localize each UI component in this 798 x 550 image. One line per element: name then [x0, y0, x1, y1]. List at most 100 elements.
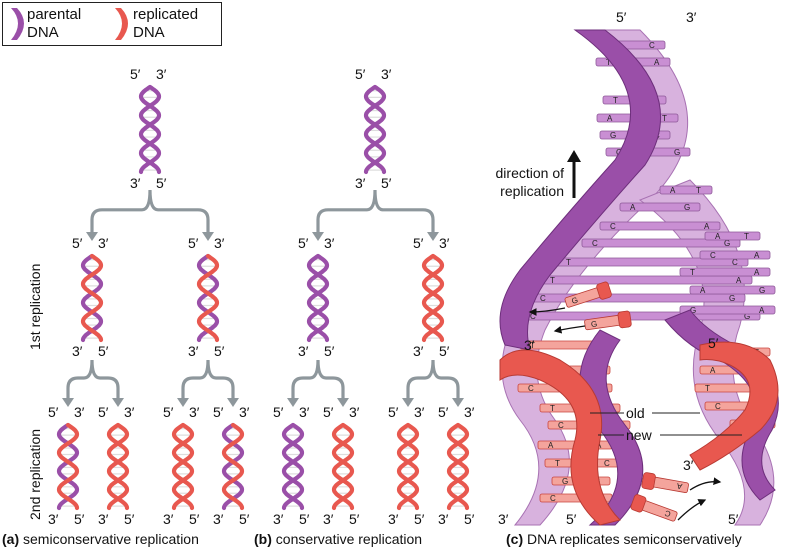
a-gen2-2-top-3: 3′: [124, 404, 135, 420]
a-gen1-left-strand-front: [80, 253, 104, 343]
legend-replicated-line2: DNA: [133, 24, 165, 41]
b-gen2-3: [396, 422, 420, 511]
c-free-nucleotide-2-phosphate: [617, 310, 632, 329]
old-label: old: [626, 405, 645, 421]
b-gen2-2-strand-front: [331, 422, 355, 511]
b-gen2-2: [331, 422, 355, 511]
a-gen2-1-bottom-5: 5′: [74, 511, 85, 527]
c-base-letter: T: [744, 232, 749, 241]
c-base-letter: G: [690, 306, 696, 315]
a-gen1-right-top-5: 5′: [188, 235, 199, 251]
c-base-letter: C: [530, 312, 536, 321]
a-fork-2l-path: [66, 359, 120, 400]
c-mid-left-3: 3′: [524, 337, 535, 353]
caption-a: (a) semiconservative replication: [2, 531, 199, 547]
a-fork-2r-right-arrowhead-icon: [227, 398, 239, 407]
caption-a-letter: (a): [2, 531, 20, 547]
c-free-nucleotide-3-letter: A: [675, 481, 682, 491]
a-parent-helix-strand-front: [138, 84, 162, 175]
a-fork-2l: [62, 359, 124, 407]
b-gen1-left: [306, 253, 330, 343]
caption-c: (c) DNA replicates semiconservatively: [506, 531, 742, 547]
b-fork-1-left-arrowhead-icon: [312, 232, 324, 241]
b-gen2-1-strand-front: [281, 422, 305, 511]
b-gen2-1: [281, 422, 305, 511]
a-parent-bottom-3: 3′: [130, 175, 141, 191]
a-gen1-right-bottom-3: 3′: [188, 343, 199, 359]
c-base-letter: A: [700, 286, 706, 295]
b-fork-2l: [287, 359, 349, 407]
c-base-pair-rung: [539, 275, 753, 285]
c-base-letter: G: [684, 203, 690, 212]
a-gen2-2-bottom-3: 3′: [98, 511, 109, 527]
c-base-letter: T: [606, 58, 611, 67]
b-gen2-3-top-3: 3′: [414, 404, 425, 420]
a-parent-helix: [138, 84, 162, 175]
c-free-nucleotide-3-phosphate: [641, 472, 656, 490]
c-base-letter: C: [550, 494, 556, 503]
c-base-letter: C: [592, 239, 598, 248]
c-free-nucleotide-4: C: [630, 494, 678, 522]
legend-replicated-line1: replicated: [133, 6, 199, 23]
b-gen1-left-strand-back: [306, 253, 330, 343]
c-base-letter: A: [607, 114, 613, 123]
c-base-pair-rung: [699, 250, 771, 260]
a-gen2-1: [56, 422, 80, 511]
c-bottom-right-5: 5′: [728, 511, 739, 527]
b-gen1-left-strand-front: [306, 253, 330, 343]
a-gen2-4-top-3: 3′: [239, 404, 250, 420]
c-base-pair-rung: [619, 202, 701, 212]
b-gen2-2-bottom-5: 5′: [349, 511, 360, 527]
a-fork-1: [86, 189, 214, 241]
c-base-letter: G: [744, 312, 750, 321]
a-gen2-2-strand-back: [106, 422, 130, 511]
c-free-nucleotide-1-phosphate: [596, 281, 612, 300]
c-base-letter: T: [705, 384, 710, 393]
a-gen2-3-top-3: 3′: [189, 404, 200, 420]
a-fork-2l-left-arrowhead-icon: [62, 398, 74, 407]
a-gen2-3: [171, 422, 195, 511]
b-fork-2l-left-arrowhead-icon: [287, 398, 299, 407]
a-gen2-1-top-5: 5′: [48, 404, 59, 420]
b-gen1-right: [421, 253, 445, 343]
a-gen2-4-strand-back: [221, 422, 245, 511]
b-fork-2r-path: [406, 359, 460, 400]
a-gen2-4-bottom-5: 5′: [239, 511, 250, 527]
b-fork-2l-right-arrowhead-icon: [337, 398, 349, 407]
c-base-letter: C: [604, 459, 610, 468]
c-base-pair-rung: [581, 238, 741, 248]
c-insertion-arrow-icon: [689, 477, 722, 491]
c-lower-right-3: 3′: [683, 457, 694, 473]
b-gen1-right-top-5: 5′: [413, 235, 424, 251]
c-base-letter: A: [710, 366, 716, 375]
c-base-letter: T: [566, 258, 571, 267]
c-bottom-3: 3′: [498, 511, 509, 527]
b-gen1-right-strand-back: [421, 253, 445, 343]
c-free-nucleotide-1-letter: G: [570, 295, 579, 305]
legend: parental DNA replicated DNA: [2, 2, 222, 46]
b-gen2-4-bottom-3: 3′: [438, 511, 449, 527]
c-base-pair-rung: [704, 231, 761, 241]
c-new-strand-left: [499, 349, 621, 526]
a-gen1-right: [196, 253, 220, 343]
c-base-letter: A: [715, 232, 721, 241]
c-base-letter: G: [759, 286, 765, 295]
c-free-nucleotide-3: A: [641, 472, 689, 494]
b-gen2-4-strand-front: [446, 422, 470, 511]
b-parent-helix-strand-back: [363, 84, 387, 175]
c-base-letter: C: [710, 251, 716, 260]
b-gen2-4-bottom-5: 5′: [464, 511, 475, 527]
a-fork-1-path: [90, 189, 210, 234]
a-gen2-2-top-5: 5′: [98, 404, 109, 420]
direction-line1: direction of: [495, 165, 564, 181]
parental-swatch-icon: [11, 8, 24, 40]
a-gen1-left-bottom-3: 3′: [72, 343, 83, 359]
a-fork-1-left-arrowhead-icon: [86, 232, 98, 241]
c-base-letter: T: [662, 114, 667, 123]
c-base-letter: C: [649, 41, 655, 50]
a-gen1-left-bottom-5: 5′: [98, 343, 109, 359]
c-base-letter: C: [610, 222, 616, 231]
c-new-strand-right: [689, 341, 779, 471]
b-fork-1: [312, 189, 439, 241]
c-base-letter: C: [715, 402, 721, 411]
